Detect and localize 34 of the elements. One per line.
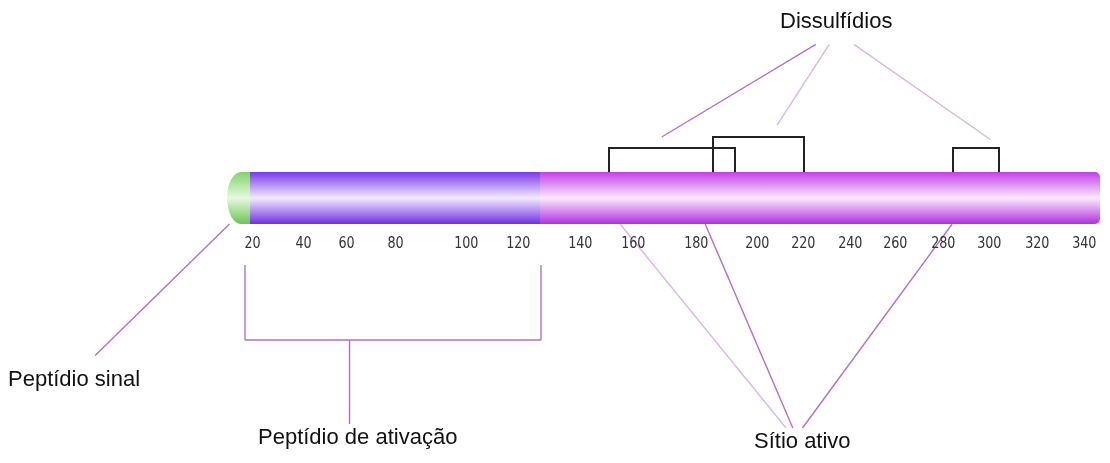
leader-line [94,223,231,357]
position-number: 20 [243,234,261,252]
callout-label: Peptídio de ativação [258,424,458,450]
position-number: 240 [837,234,862,252]
disulfide-bracket [712,136,805,172]
leader-line [661,43,817,138]
leader-line [619,223,787,429]
activation-peptide-segment [250,172,542,224]
disulfide-bracket [608,147,736,172]
signal-peptide-segment [227,172,252,224]
leader-line [704,223,794,429]
position-number: 260 [882,234,907,252]
disulfide-bracket [952,147,1000,172]
position-number: 80 [386,234,404,252]
position-number: 160 [620,234,645,252]
position-number: 200 [744,234,769,252]
callout-label: Dissulfídios [780,8,893,34]
leader-line [853,43,992,141]
position-number: 140 [567,234,592,252]
position-number: 100 [453,234,478,252]
leader-line [801,223,953,429]
position-number: 60 [337,234,355,252]
position-number: 300 [976,234,1001,252]
position-number: 120 [505,234,530,252]
callout-label: Peptídio sinal [8,366,141,392]
position-number: 180 [683,234,708,252]
position-number: 40 [294,234,312,252]
mature-protein-segment [540,172,1100,224]
position-number: 340 [1071,234,1096,252]
leader-line [244,264,542,425]
position-number: 220 [790,234,815,252]
position-number: 320 [1024,234,1049,252]
callout-label: Sítio ativo [754,428,851,454]
leader-line [776,43,830,126]
